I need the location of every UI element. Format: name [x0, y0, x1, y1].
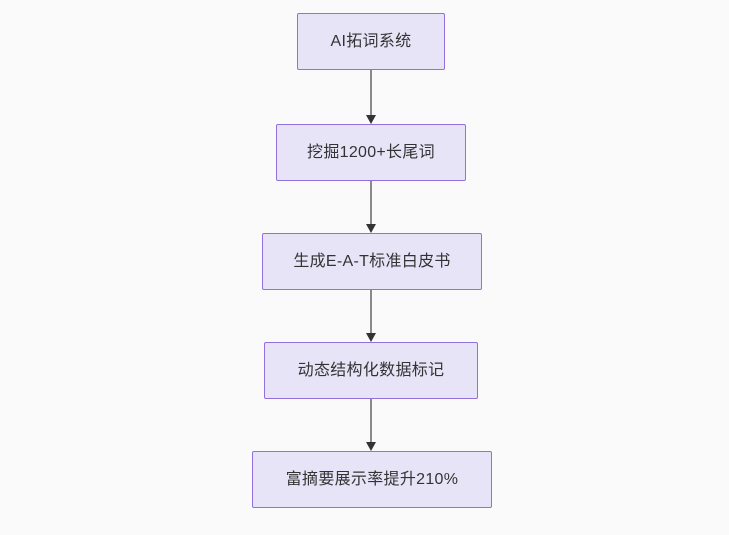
flowchart-node-3-label: 生成E-A-T标准白皮书	[293, 252, 451, 270]
flowchart-node-1[interactable]: AI拓词系统	[297, 13, 445, 70]
flowchart-node-5[interactable]: 富摘要展示率提升210%	[252, 451, 492, 508]
flowchart-edge-4	[370, 399, 372, 442]
flowchart-node-2-label: 挖掘1200+长尾词	[307, 143, 435, 161]
arrow-down-icon	[365, 224, 376, 233]
flowchart-node-4[interactable]: 动态结构化数据标记	[264, 342, 478, 399]
flowchart-edge-2	[370, 181, 372, 224]
arrow-down-icon	[365, 333, 376, 342]
arrow-down-icon	[365, 115, 376, 124]
flowchart-node-1-label: AI拓词系统	[330, 32, 412, 50]
flowchart-edge-1	[370, 70, 372, 115]
flowchart-node-5-label: 富摘要展示率提升210%	[285, 470, 459, 488]
flowchart-node-2[interactable]: 挖掘1200+长尾词	[276, 124, 466, 181]
flowchart-node-4-label: 动态结构化数据标记	[297, 361, 445, 379]
flowchart-node-3[interactable]: 生成E-A-T标准白皮书	[262, 233, 482, 290]
flowchart-edge-3	[370, 290, 372, 333]
arrow-down-icon	[365, 442, 376, 451]
